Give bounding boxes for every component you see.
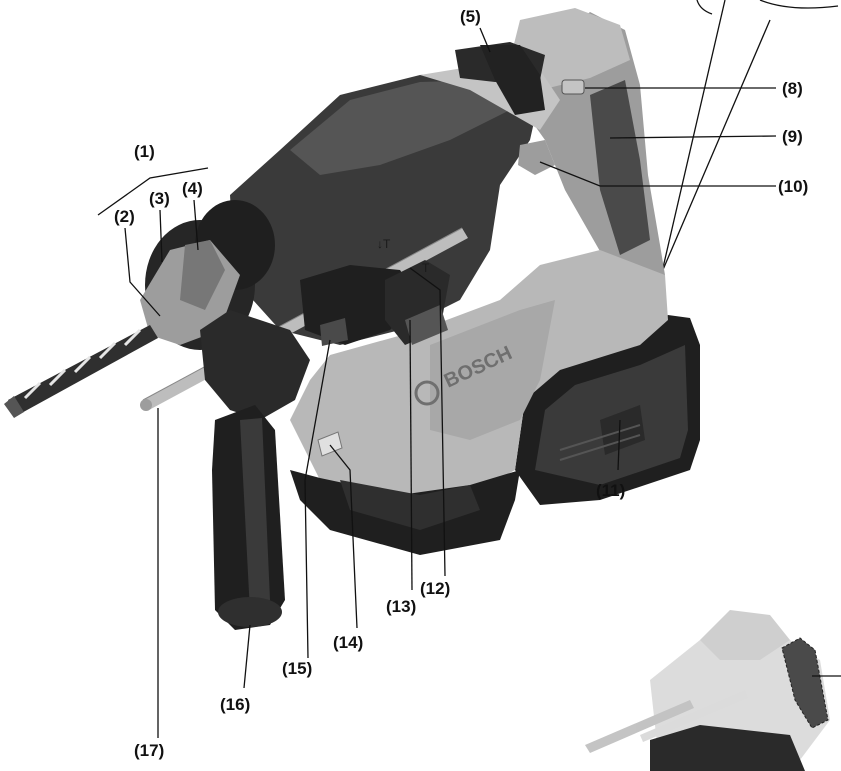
inset-battery [650,725,805,771]
label-8: (8) [782,79,803,98]
label-10: (10) [778,177,808,196]
label-15: (15) [282,659,312,678]
label-3: (3) [149,189,170,208]
lock-button [561,79,585,95]
inset-handle-highlight [781,637,829,729]
part-labels: (1) (2) (3) (4) (5) (8) (9) (10) (11) (1… [114,7,808,760]
label-12: (12) [420,579,450,598]
rear-handle [510,8,665,285]
label-1: (1) [134,142,155,161]
label-2: (2) [114,207,135,226]
label-17: (17) [134,741,164,760]
label-5: (5) [460,7,481,26]
label-9: (9) [782,127,803,146]
auxiliary-handle [200,310,310,630]
mode-selector [300,260,450,346]
label-11: (11) [596,481,625,500]
label-16: (16) [220,695,250,714]
gear-mark-hammer: ↓T [377,237,391,251]
drill-bit [4,325,158,418]
on-off-switch [518,140,555,175]
work-light [317,431,343,457]
label-14: (14) [333,633,363,652]
inset-callout-lines [661,0,839,273]
label-4: (4) [182,179,203,198]
main-housing [290,250,668,555]
gear-mark-drill: T [422,261,430,275]
label-13: (13) [386,597,416,616]
hammer-housing [230,42,560,345]
leader-lines [97,27,777,738]
